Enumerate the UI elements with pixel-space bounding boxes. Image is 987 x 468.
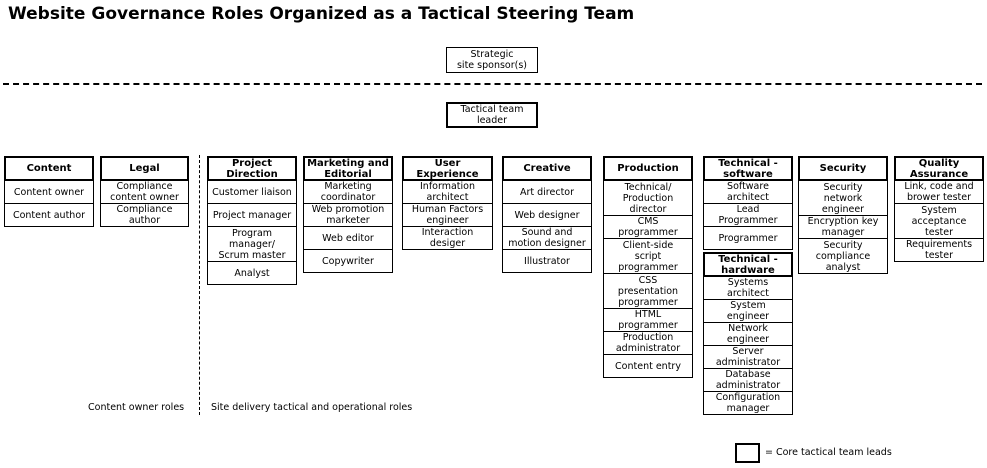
role-box: HTML programmer (603, 308, 693, 332)
role-box: Network engineer (703, 322, 793, 346)
role-box: Content entry (603, 354, 693, 378)
role-box: Compliance content owner (100, 180, 189, 204)
role-box: Security compliance analyst (798, 238, 888, 274)
role-box: Copywriter (303, 249, 393, 273)
role-box: Software architect (703, 180, 793, 204)
role-box: Web designer (502, 203, 592, 227)
tactical-leader-label: Tactical team leader (460, 104, 524, 126)
role-box: CMS programmer (603, 215, 693, 239)
role-box: Content author (4, 203, 94, 227)
role-box: Compliance author (100, 203, 189, 227)
lead-role-techhard: Technical - hardware (703, 252, 793, 277)
role-box: System acceptance tester (894, 203, 984, 239)
role-box: Requirements tester (894, 238, 984, 262)
lead-role-techsoft: Technical - software (703, 156, 793, 181)
lead-role-content: Content (4, 156, 94, 181)
role-box: System engineer (703, 299, 793, 323)
lead-role-security: Security (798, 156, 888, 181)
role-box: Systems architect (703, 276, 793, 300)
lead-role-qa: Quality Assurance (894, 156, 984, 181)
role-box: Sound and motion designer (502, 226, 592, 250)
site-delivery-roles-caption: Site delivery tactical and operational r… (211, 402, 413, 413)
lead-role-project: Project Direction (207, 156, 297, 181)
role-box: Art director (502, 180, 592, 204)
role-box: Illustrator (502, 249, 592, 273)
role-box: Production administrator (603, 331, 693, 355)
role-box: Project manager (207, 203, 297, 227)
role-box: Lead Programmer (703, 203, 793, 227)
lead-role-creative: Creative (502, 156, 592, 181)
legend-swatch (735, 443, 760, 463)
roles-divider (199, 155, 200, 415)
role-box: Interaction desiger (402, 226, 493, 250)
role-box: Security network engineer (798, 180, 888, 216)
strategic-tactical-divider (3, 83, 982, 85)
strategic-sponsor-label: Strategic site sponsor(s) (456, 49, 528, 71)
role-box: CSS presentation programmer (603, 273, 693, 309)
lead-role-ux: User Experience (402, 156, 493, 181)
lead-role-legal: Legal (100, 156, 189, 181)
role-box: Link, code and brower tester (894, 180, 984, 204)
role-box: Analyst (207, 261, 297, 285)
lead-role-production: Production (603, 156, 693, 181)
role-box: Customer liaison (207, 180, 297, 204)
role-box: Encryption key manager (798, 215, 888, 239)
role-box: Server administrator (703, 345, 793, 369)
role-box: Human Factors engineer (402, 203, 493, 227)
role-box: Database administrator (703, 368, 793, 392)
role-box: Information architect (402, 180, 493, 204)
tactical-leader-box: Tactical team leader (446, 102, 538, 128)
page-title: Website Governance Roles Organized as a … (8, 4, 635, 24)
strategic-sponsor-box: Strategic site sponsor(s) (446, 47, 538, 73)
role-box: Programmer (703, 226, 793, 250)
role-box: Web promotion marketer (303, 203, 393, 227)
role-box: Configuration manager (703, 391, 793, 415)
role-box: Marketing coordinator (303, 180, 393, 204)
legend-label: = Core tactical team leads (765, 447, 892, 458)
role-box: Web editor (303, 226, 393, 250)
role-box: Client-side script programmer (603, 238, 693, 274)
role-box: Program manager/ Scrum master (207, 226, 297, 262)
content-owner-roles-caption: Content owner roles (88, 402, 185, 413)
role-box: Technical/ Production director (603, 180, 693, 216)
lead-role-marketing: Marketing and Editorial (303, 156, 393, 181)
role-box: Content owner (4, 180, 94, 204)
